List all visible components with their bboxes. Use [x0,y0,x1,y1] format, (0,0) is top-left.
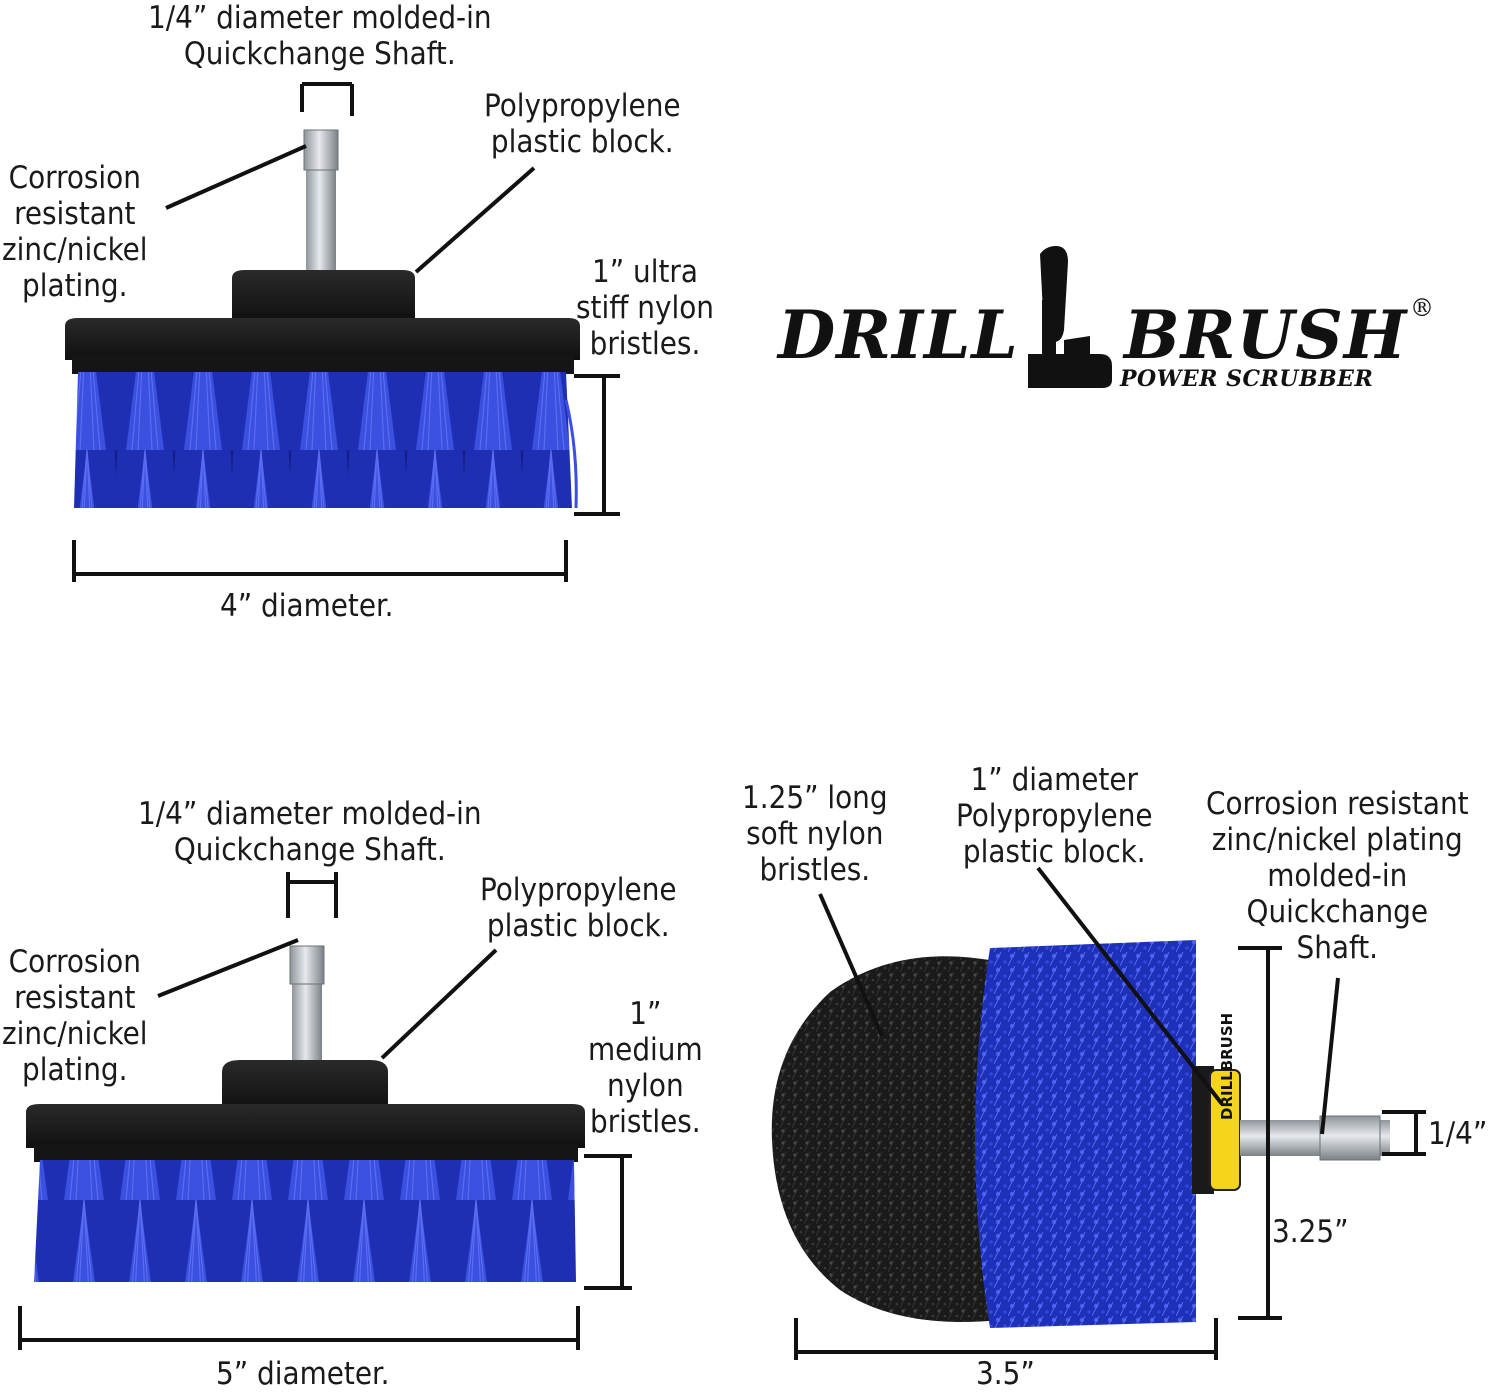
brush-round-collar-text: DRILLBRUSH [1218,1013,1236,1120]
logo-word-drill: DRILL [778,296,1019,374]
brush-4in-leaders [72,82,620,582]
logo-word-brush: BRUSH [1124,296,1408,374]
brush-5in-bristles [34,1160,576,1282]
brush-4in-diameter-label: 4” diameter. [220,588,394,624]
brush-round-height-label: 3.25” [1272,1214,1349,1250]
brush-4in-illustration [65,129,580,509]
brush-5in-leaders [18,872,632,1350]
brush-4in-block [65,318,580,360]
logo-tagline: POWER SCRUBBER [1120,366,1374,392]
brush-round-black-bristles [771,956,1000,1322]
brush-5in-diameter-label: 5” diameter. [216,1356,390,1392]
brush-round-blue-bristles [975,940,1196,1328]
brush-round-shaft-label: 1/4” [1428,1116,1488,1152]
brush-4in-bristles [74,372,572,508]
logo-drill-icon [1028,246,1112,388]
brush-round-width-label: 3.5” [976,1356,1035,1392]
logo-registered-mark: ® [1410,294,1435,322]
brush-5in-block [26,1104,585,1148]
brush-4in-hub [232,270,415,322]
brush-round-leaders [794,866,1426,1360]
brush-5in-illustration [26,945,585,1282]
brush-round-illustration: DRILLBRUSH [771,940,1390,1328]
brush-5in-hub [222,1060,388,1110]
